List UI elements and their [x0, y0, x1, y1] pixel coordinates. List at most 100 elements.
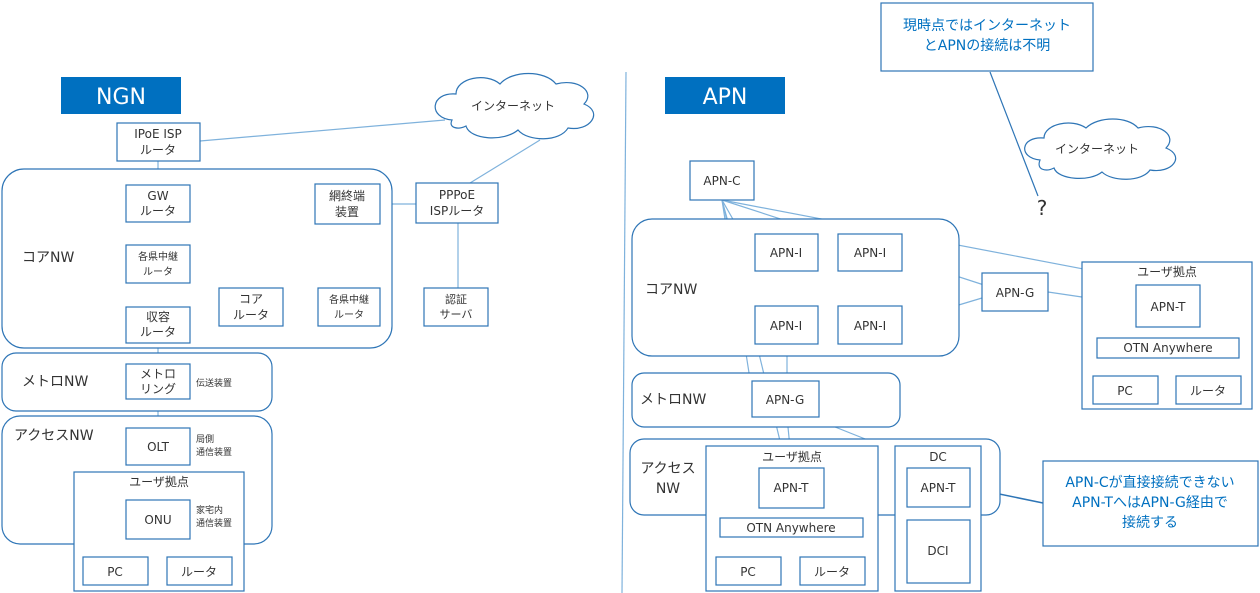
apn-c-label: APN-C [703, 174, 740, 188]
ngn-router-label: ルータ [181, 565, 217, 579]
apn-g-core-label: APN-G [996, 286, 1035, 300]
apn-router-right-box [1175, 375, 1242, 405]
ngn-gw-line2: ルータ [140, 204, 176, 218]
apn-access-nw-line2: NW [656, 481, 680, 497]
ngn-metro-nw-label: メトロNW [22, 374, 88, 390]
apn-otn-right-label: OTN Anywhere [1123, 341, 1212, 355]
apn-otn-access-label: OTN Anywhere [746, 521, 835, 535]
ngn-aggr-line2: ルータ [140, 325, 176, 339]
ngn-pref2-box [317, 287, 381, 327]
apn-i3-label: APN-I [770, 319, 802, 333]
ngn-user-site-label: ユーザ拠点 [129, 475, 189, 489]
ngn-onu-note-line2: 通信装置 [196, 517, 232, 529]
apn-g-metro-box [751, 380, 820, 418]
ngn-core-router-box [218, 287, 284, 327]
apn-g-metro-label: APN-G [766, 393, 805, 407]
apn-note-internet-line2: とAPNの接続は不明 [924, 37, 1051, 54]
apn-g-core-box [981, 272, 1049, 312]
apn-otn-right-box [1096, 337, 1240, 359]
ngn-onu-box [125, 499, 191, 540]
apn-dci-label: DCI [927, 544, 948, 558]
ngn-auth-line1: 認証 [445, 292, 467, 306]
ngn-metro-ring-line1: メトロ [140, 367, 176, 381]
ngn-onu-label: ONU [144, 513, 171, 527]
ngn-metro-ring-box [125, 363, 191, 400]
ngn-pref-box [125, 244, 191, 284]
ngn-transmission-label: 伝送装置 [196, 377, 232, 389]
callout-pointer-internet [989, 71, 1039, 197]
ngn-pref2-line2: ルータ [334, 309, 364, 321]
apn-pc-right-label: PC [1117, 384, 1133, 398]
ngn-title-box [61, 77, 181, 114]
ngn-core-router-line2: ルータ [233, 308, 269, 322]
link-internet-pppoe [469, 139, 541, 184]
apn-router-right-label: ルータ [1190, 384, 1226, 398]
apn-pc-access-label: PC [740, 565, 756, 579]
ngn-olt-label: OLT [147, 440, 169, 454]
apn-internet-label: インターネット [1055, 142, 1139, 156]
ngn-gw-line1: GW [147, 189, 168, 203]
ngn-aggr-line1: 収容 [146, 309, 170, 324]
ngn-pc-label: PC [107, 565, 123, 579]
apn-question-mark: ? [1037, 196, 1048, 220]
ngn-pppoe-line1: PPPoE [439, 188, 475, 202]
apn-note-internet-line1: 現時点ではインターネット [903, 18, 1071, 34]
apn-i3-box [754, 305, 819, 345]
apn-t-access-box [758, 467, 825, 509]
apn-t-dc-box [906, 467, 971, 508]
apn-dc-label: DC [929, 450, 947, 464]
ngn-ipoe-box [116, 122, 201, 162]
ngn-internet-label: インターネット [471, 99, 555, 113]
apn-router-access-label: ルータ [814, 565, 850, 579]
ngn-pref-line2: ルータ [143, 266, 173, 278]
ngn-core-router-line1: コア [239, 292, 263, 306]
apn-i1-box [754, 233, 819, 272]
apn-i2-box [837, 233, 903, 272]
ngn-router-box [166, 556, 233, 586]
apn-i4-label: APN-I [854, 319, 886, 333]
center-divider [621, 71, 627, 593]
ngn-section [1, 73, 595, 592]
ngn-metro-ring-line2: リング [140, 382, 176, 396]
ngn-onu-note-line1: 家宅内 [196, 504, 223, 516]
ngn-ipoe-line1: IPoE ISP [134, 127, 181, 141]
apn-note-apnt-line2: APN-TへはAPN-G経由で [1072, 495, 1228, 511]
ngn-title: NGN [96, 85, 146, 110]
apn-router-access-box [799, 556, 866, 586]
apn-c-box [689, 160, 755, 201]
ngn-core-nw-label: コアNW [22, 250, 74, 266]
ngn-pref-line1: 各県中継 [138, 250, 178, 263]
apn-t-right-box [1135, 284, 1201, 328]
apn-labels: APN 現時点ではインターネット とAPNの接続は不明 インターネット ? AP… [640, 18, 1235, 579]
apn-pc-access-box [715, 556, 782, 586]
apn-t-dc-label: APN-T [921, 481, 957, 495]
apn-core-nw-label: コアNW [645, 282, 697, 298]
ngn-gw-box [125, 184, 191, 223]
ngn-olt-box [125, 427, 191, 466]
ngn-nwterm-box [314, 183, 381, 225]
ngn-ipoe-line2: ルータ [140, 143, 176, 157]
apn-title: APN [703, 85, 748, 110]
ngn-olt-note-line1: 局側 [196, 433, 214, 445]
ngn-core-region [1, 168, 393, 349]
apn-user-site-access-label: ユーザ拠点 [762, 450, 822, 464]
apn-pc-right-box [1092, 375, 1159, 405]
ngn-pppoe-line2: ISPルータ [430, 204, 484, 218]
apn-note-apnt-line3: 接続する [1122, 514, 1178, 531]
ngn-auth-box [423, 287, 489, 327]
apn-i2-label: APN-I [854, 246, 886, 260]
apn-i1-label: APN-I [770, 246, 802, 260]
ngn-labels: NGN インターネット IPoE ISP ルータ コアNW GW ルータ 網終端… [14, 85, 555, 579]
ngn-olt-note-line2: 通信装置 [196, 446, 232, 458]
link-ipoe-internet [199, 119, 446, 142]
apn-title-box [665, 77, 785, 114]
apn-section [629, 2, 1259, 592]
apn-t-right-label: APN-T [1151, 300, 1187, 314]
ngn-access-nw-label: アクセスNW [14, 428, 94, 444]
apn-dci-box [906, 519, 971, 584]
ngn-nwterm-line1: 網終端 [329, 188, 365, 203]
ngn-auth-line2: サーバ [440, 308, 473, 321]
apn-otn-access-box [719, 517, 864, 538]
apn-note-internet-box [880, 2, 1094, 72]
